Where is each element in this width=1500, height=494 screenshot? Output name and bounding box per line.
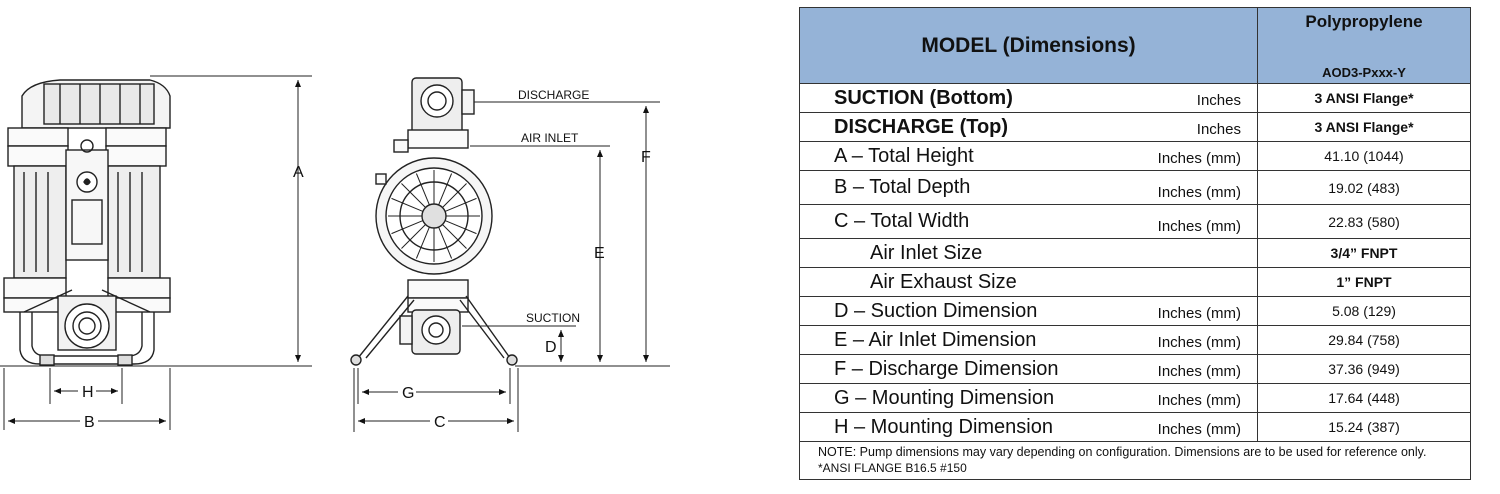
chamber-rib: [391, 197, 424, 212]
row-value: 19.02 (483): [1257, 170, 1471, 205]
row-label-cell: H – Mounting Dimension Inches (mm): [799, 412, 1258, 442]
row-label-cell: B – Total Depth Inches (mm): [799, 170, 1258, 205]
table-row: F – Discharge Dimension Inches (mm) 37.36 …: [799, 354, 1471, 384]
suction-callout: SUCTION: [526, 311, 580, 325]
dimension-h-letter: H: [82, 384, 94, 401]
table-row: D – Suction Dimension Inches (mm) 5.08 (12…: [799, 296, 1471, 326]
table-row: A – Total Height Inches (mm) 41.10 (1044): [799, 141, 1471, 171]
row-unit: Inches: [1196, 121, 1241, 138]
row-value: 22.83 (580): [1257, 204, 1471, 239]
chamber-rib: [415, 226, 430, 259]
row-label: C – Total Width: [834, 210, 970, 232]
row-value: 3 ANSI Flange*: [1257, 112, 1471, 142]
material-name: Polypropylene: [1305, 12, 1423, 31]
row-label: Air Exhaust Size: [870, 270, 1017, 293]
row-unit: Inches (mm): [1157, 218, 1241, 235]
row-unit: Inches (mm): [1157, 392, 1241, 409]
discharge-callout: DISCHARGE: [518, 88, 589, 102]
row-unit: Inches (mm): [1157, 150, 1241, 167]
chamber-rib: [401, 224, 426, 249]
dimension-e-letter: E: [594, 245, 605, 262]
table-row: Air Exhaust Size 1” FNPT: [799, 267, 1471, 297]
table-row: DISCHARGE (Top) Inches 3 ANSI Flange*: [799, 112, 1471, 142]
table-row: G – Mounting Dimension Inches (mm) 17.64 (…: [799, 383, 1471, 413]
row-label: Air Inlet Size: [870, 241, 983, 264]
row-label-cell: C – Total Width Inches (mm): [799, 204, 1258, 239]
row-label-cell: F – Discharge Dimension Inches (mm): [799, 354, 1258, 384]
dimension-g-letter: G: [402, 385, 414, 402]
row-label: D – Suction Dimension: [834, 299, 1038, 322]
chamber-rib: [444, 197, 477, 212]
row-label: F – Discharge Dimension: [834, 357, 1059, 380]
row-label: H – Mounting Dimension: [834, 415, 1053, 438]
material-header: Polypropylene AOD3-Pxxx-Y: [1257, 7, 1471, 84]
dimensions-table: MODEL (Dimensions) Polypropylene AOD3-Px…: [799, 7, 1471, 480]
row-label: DISCHARGE (Top): [834, 115, 1009, 138]
row-value: 5.08 (129): [1257, 296, 1471, 326]
row-unit: Inches (mm): [1157, 305, 1241, 322]
chamber-rib: [415, 173, 430, 206]
chamber-rib: [444, 220, 477, 235]
row-value: 17.64 (448): [1257, 383, 1471, 413]
model-code: AOD3-Pxxx-Y: [1322, 65, 1406, 80]
table-footnote: *ANSI FLANGE B16.5 #150: [818, 461, 967, 475]
row-unit: Inches (mm): [1157, 334, 1241, 351]
row-label-cell: DISCHARGE (Top) Inches: [799, 112, 1258, 142]
table-row: H – Mounting Dimension Inches (mm) 15.24 (…: [799, 412, 1471, 442]
row-label-cell: A – Total Height Inches (mm): [799, 141, 1258, 171]
row-unit: Inches (mm): [1157, 421, 1241, 438]
chamber-rib: [391, 220, 424, 235]
row-value: 3 ANSI Flange*: [1257, 83, 1471, 113]
dimension-d-letter: D: [545, 339, 557, 356]
row-label: E – Air Inlet Dimension: [834, 328, 1037, 351]
chamber-rib: [442, 224, 467, 249]
table-row: E – Air Inlet Dimension Inches (mm) 29.84 …: [799, 325, 1471, 355]
table-row: Air Inlet Size 3/4” FNPT: [799, 238, 1471, 268]
dimension-f-letter: F: [641, 149, 651, 166]
row-value: 1” FNPT: [1257, 267, 1471, 297]
pump-dimension-drawing: DISCHARGE AIR INLET SUCTION A B C D E F …: [0, 75, 670, 432]
note-cell: NOTE: Pump dimensions may vary depending…: [799, 441, 1471, 480]
row-unit: Inches (mm): [1157, 363, 1241, 380]
air-inlet-callout: AIR INLET: [521, 131, 579, 145]
row-label: G – Mounting Dimension: [834, 386, 1055, 409]
row-label: A – Total Height: [834, 144, 974, 167]
row-value: 15.24 (387): [1257, 412, 1471, 442]
row-unit: Inches (mm): [1157, 184, 1241, 201]
chamber-rib: [442, 183, 467, 208]
table-row: SUCTION (Bottom) Inches 3 ANSI Flange*: [799, 83, 1471, 113]
table-note: NOTE: Pump dimensions may vary depending…: [818, 445, 1427, 459]
note-row: NOTE: Pump dimensions may vary depending…: [799, 441, 1471, 480]
chamber-rib: [438, 226, 453, 259]
row-label-cell: Air Exhaust Size: [799, 267, 1258, 297]
chamber-rib: [438, 173, 453, 206]
table-row: B – Total Depth Inches (mm) 19.02 (483): [799, 170, 1471, 205]
row-label-cell: SUCTION (Bottom) Inches: [799, 83, 1258, 113]
row-label-cell: Air Inlet Size: [799, 238, 1258, 268]
pump-side-view: [3, 79, 171, 366]
chamber-rib: [401, 183, 426, 208]
row-label-cell: G – Mounting Dimension Inches (mm): [799, 383, 1258, 413]
row-label-cell: E – Air Inlet Dimension Inches (mm): [799, 325, 1258, 355]
row-label: SUCTION (Bottom): [834, 86, 1013, 109]
dimension-a-letter: A: [293, 164, 304, 181]
row-label-cell: D – Suction Dimension Inches (mm): [799, 296, 1258, 326]
row-unit: Inches: [1196, 92, 1241, 109]
table-row: C – Total Width Inches (mm) 22.83 (580): [799, 204, 1471, 239]
row-label: B – Total Depth: [834, 176, 971, 198]
pump-front-view: [350, 77, 518, 366]
row-value: 37.36 (949): [1257, 354, 1471, 384]
dimension-c-letter: C: [434, 414, 446, 431]
row-value: 41.10 (1044): [1257, 141, 1471, 171]
model-header: MODEL (Dimensions): [799, 7, 1258, 84]
dimension-b-letter: B: [84, 414, 95, 431]
row-value: 29.84 (758): [1257, 325, 1471, 355]
row-value: 3/4” FNPT: [1257, 238, 1471, 268]
